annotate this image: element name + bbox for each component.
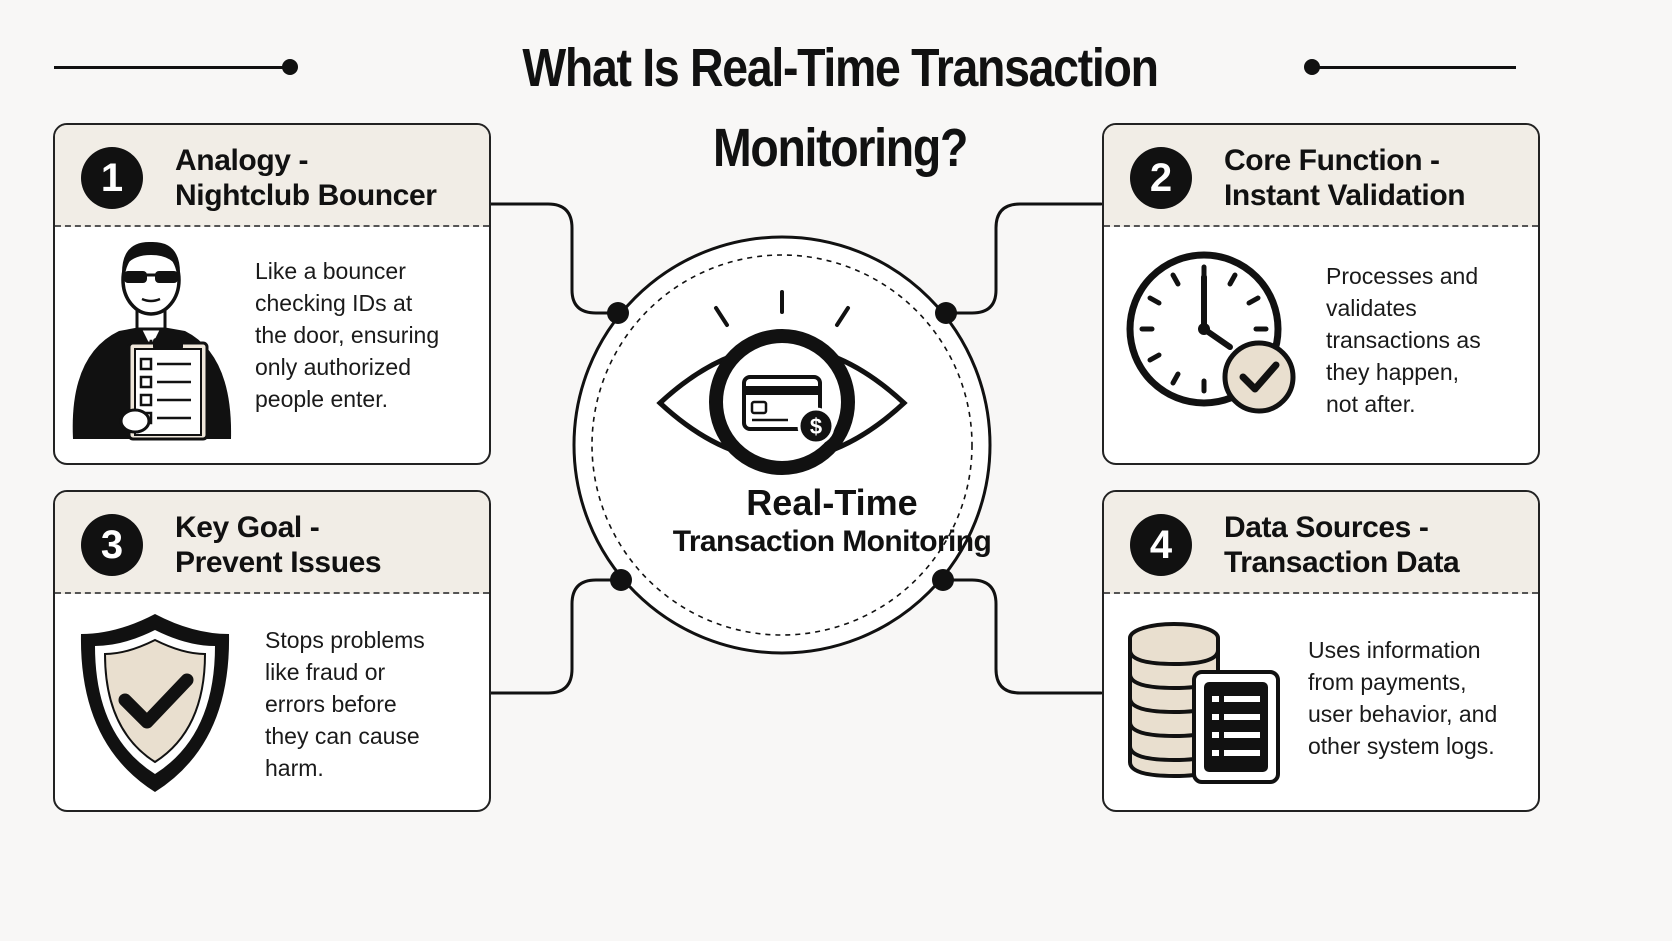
center-label-line2: Transaction Monitoring (672, 525, 992, 558)
card-text-line: Processes and (1326, 263, 1479, 289)
card-text-line: the door, ensuring (255, 322, 440, 348)
card-title: Key Goal - Prevent Issues (175, 510, 485, 580)
step-badge-4: 4 (1130, 514, 1192, 576)
center-label-line1: Real-Time (746, 482, 918, 523)
step-badge-3: 3 (81, 514, 143, 576)
card-title-line2: Instant Validation (1224, 179, 1466, 212)
card-data-sources: 4 Data Sources - Transaction Data (1102, 490, 1540, 812)
card-text-line: only authorized (255, 354, 411, 380)
database-document-icon (1128, 622, 1280, 784)
connector-node-1 (607, 302, 629, 324)
card-key-goal: 3 Key Goal - Prevent Issues Stops proble… (53, 490, 491, 812)
card-header: 4 Data Sources - Transaction Data (1104, 492, 1538, 594)
connector-3 (463, 578, 622, 695)
card-text-line: they happen, (1326, 359, 1460, 385)
card-header: 3 Key Goal - Prevent Issues (55, 492, 489, 594)
card-text-line: validates (1326, 295, 1417, 321)
card-title-line2: Prevent Issues (175, 546, 382, 579)
card-title: Data Sources - Transaction Data (1224, 510, 1534, 580)
card-title-line1: Key Goal - (175, 511, 320, 544)
card-text-line: not after. (1326, 391, 1416, 417)
card-title-line2: Transaction Data (1224, 546, 1460, 579)
card-title-line1: Analogy - (175, 144, 309, 177)
card-text-line: harm. (265, 755, 324, 781)
bouncer-with-clipboard-icon (72, 241, 232, 441)
card-description: Stops problems like fraud or errors befo… (265, 624, 425, 784)
card-text-line: user behavior, and (1308, 701, 1498, 727)
step-badge-1: 1 (81, 147, 143, 209)
svg-text:$: $ (810, 414, 822, 439)
card-header: 1 Analogy - Nightclub Bouncer (55, 125, 489, 227)
title-rule-left (54, 66, 288, 69)
card-title: Core Function - Instant Validation (1224, 143, 1534, 213)
connector-node-4 (932, 569, 954, 591)
step-badge-2: 2 (1130, 147, 1192, 209)
card-description: Like a bouncer checking IDs at the door,… (255, 255, 439, 415)
card-header: 2 Core Function - Instant Validation (1104, 125, 1538, 227)
center-inner-dashed-circle (591, 254, 973, 636)
card-title-line1: Core Function - (1224, 144, 1440, 177)
connector-2 (944, 202, 1103, 315)
card-description: Uses information from payments, user beh… (1308, 634, 1497, 762)
card-text-line: checking IDs at (255, 290, 413, 316)
eye-with-credit-card-icon: $ (656, 290, 908, 475)
connector-4 (942, 578, 1103, 695)
card-text-line: other system logs. (1308, 733, 1495, 759)
title-dot-left (282, 59, 298, 75)
connector-node-3 (610, 569, 632, 591)
card-text-line: Stops problems (265, 627, 425, 653)
card-text-line: people enter. (255, 386, 389, 412)
card-text-line: like fraud or (265, 659, 386, 685)
card-title-line2: Nightclub Bouncer (175, 179, 437, 212)
card-text-line: from payments, (1308, 669, 1467, 695)
title-rule-right (1314, 66, 1516, 69)
clock-with-check-icon (1126, 251, 1296, 414)
card-analogy: 1 Analogy - Nightclub Bouncer (53, 123, 491, 465)
card-text-line: errors before (265, 691, 397, 717)
card-text-line: transactions as (1326, 327, 1481, 353)
page-title: What Is Real-Time Transaction Monitoring… (522, 38, 1159, 178)
card-description: Processes and validates transactions as … (1326, 260, 1481, 420)
connector-node-2 (935, 302, 957, 324)
card-title-line1: Data Sources - (1224, 511, 1429, 544)
shield-check-icon (80, 614, 230, 792)
card-text-line: Uses information (1308, 637, 1481, 663)
card-title: Analogy - Nightclub Bouncer (175, 143, 485, 213)
title-dot-right (1304, 59, 1320, 75)
card-text-line: Like a bouncer (255, 258, 406, 284)
connector-1 (463, 202, 620, 315)
card-text-line: they can cause (265, 723, 420, 749)
card-core-function: 2 Core Function - Instant Validation (1102, 123, 1540, 465)
